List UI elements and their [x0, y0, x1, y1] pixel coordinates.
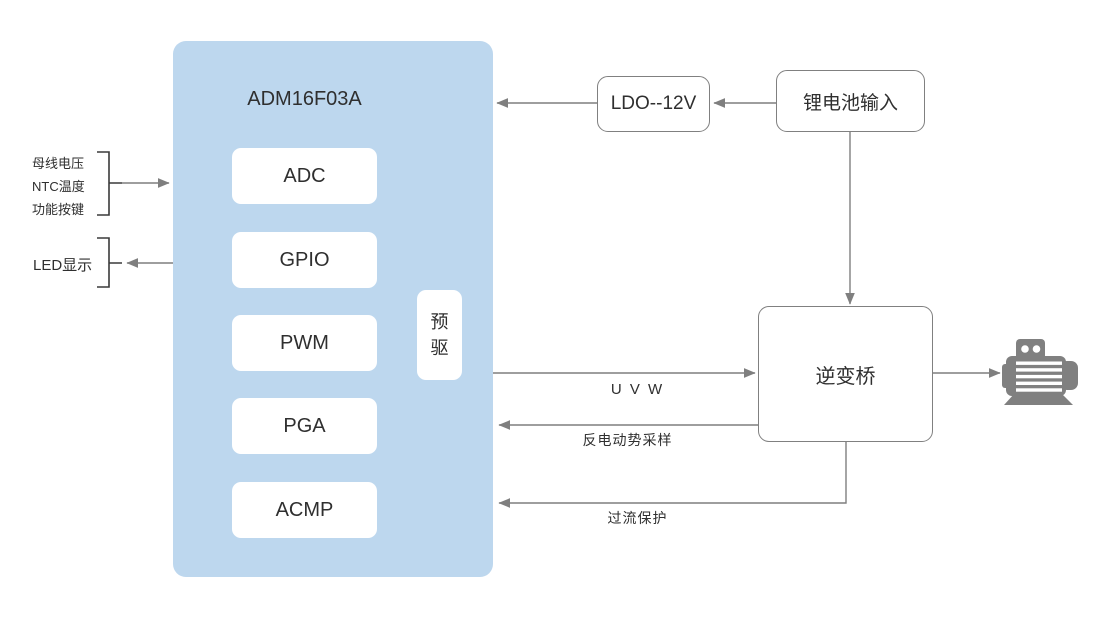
uvw-label: U V W: [610, 381, 665, 398]
bus-inputs-bracket: [97, 151, 122, 216]
overcurrent-label: 过流保护: [607, 510, 668, 526]
inverter-bridge-box: 逆变桥: [758, 306, 933, 442]
led-display-bracket: [97, 237, 122, 288]
led-display-label: LED显示: [33, 257, 93, 274]
module-box-acmp: ACMP: [232, 482, 377, 538]
module-label: ACMP: [275, 498, 334, 521]
arrow-inverter-to-chip-ocp: [498, 442, 847, 508]
ldo-label: LDO--12V: [610, 93, 697, 114]
predriver-label: 预驱: [430, 312, 449, 358]
inverter-label: 逆变桥: [815, 365, 876, 388]
module-label: PWM: [280, 331, 329, 354]
bus-input-line: 母线电压: [32, 156, 85, 171]
module-box-pga: PGA: [232, 398, 377, 454]
module-box-gpio: GPIO: [232, 232, 377, 288]
module-box-adc: ADC: [232, 148, 377, 204]
bus-inputs-label: 母线电压 NTC温度 功能按键: [32, 152, 85, 221]
module-label: PGA: [283, 414, 326, 437]
module-label: GPIO: [279, 248, 330, 271]
ldo-box: LDO--12V: [597, 76, 710, 132]
battery-label: 锂电池输入: [802, 92, 898, 114]
predriver-box: 预驱: [417, 290, 462, 380]
bus-input-line: 功能按键: [32, 202, 85, 217]
module-label: ADC: [283, 164, 326, 187]
motor-icon: [1002, 339, 1078, 405]
chip-title: ADM16F03A: [247, 88, 362, 110]
back-emf-label: 反电动势采样: [582, 432, 673, 448]
battery-input-box: 锂电池输入: [776, 70, 925, 132]
bus-input-line: NTC温度: [32, 179, 85, 194]
module-box-pwm: PWM: [232, 315, 377, 371]
